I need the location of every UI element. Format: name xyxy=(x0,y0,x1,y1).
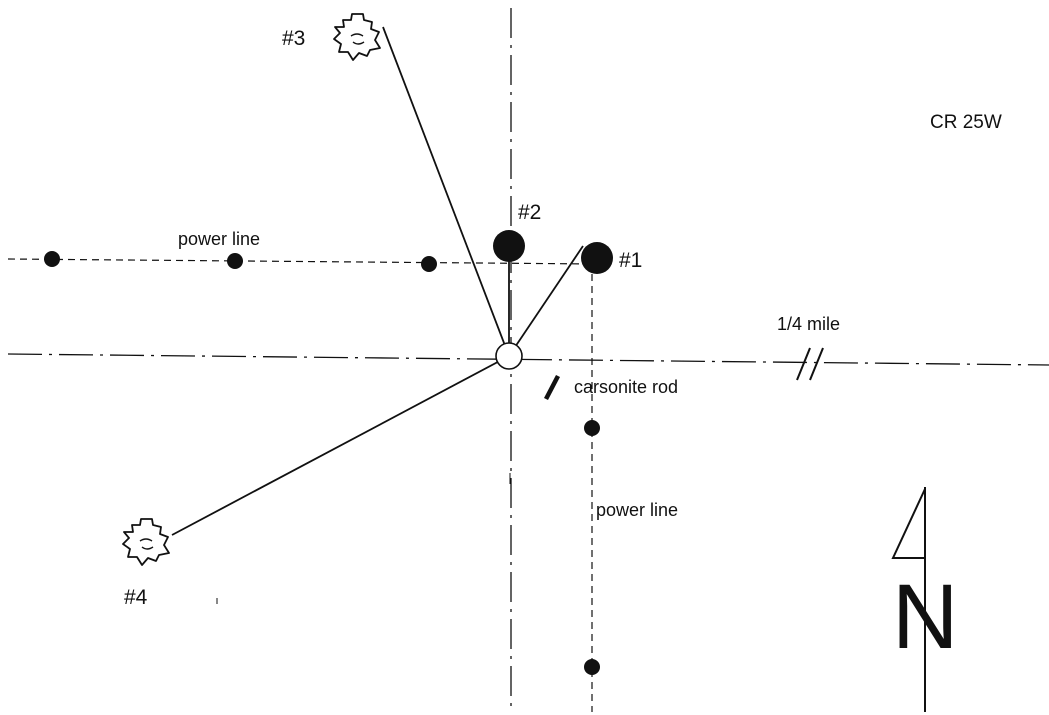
witness-2-marker xyxy=(493,230,525,262)
road-break-symbol xyxy=(796,347,824,381)
carsonite-rod-label: carsonite rod xyxy=(574,377,678,397)
witness-4-label: #4 xyxy=(124,586,148,609)
road-centerline-horizontal xyxy=(7,353,1049,366)
witness-3-tree-icon xyxy=(333,13,381,61)
witness-4-tree-icon xyxy=(122,518,170,566)
bearing-line-3 xyxy=(382,26,510,357)
bearing-line-4 xyxy=(171,355,510,536)
power-line-horizontal xyxy=(7,258,598,265)
power-pole xyxy=(44,251,60,267)
north-arrow-icon: N xyxy=(891,487,958,712)
witness-1-marker xyxy=(581,242,613,274)
witness-2-label: #2 xyxy=(518,201,541,224)
power-pole xyxy=(421,256,437,272)
road-label: CR 25W xyxy=(930,112,1002,133)
bearing-line-1 xyxy=(508,245,584,357)
witness-1-label: #1 xyxy=(619,249,642,272)
north-label: N xyxy=(892,566,958,668)
distance-label: 1/4 mile xyxy=(777,314,840,334)
power-line-horizontal-label: power line xyxy=(178,229,260,249)
power-line-vertical-label: power line xyxy=(596,500,678,520)
power-pole xyxy=(584,420,600,436)
power-pole xyxy=(227,253,243,269)
power-pole xyxy=(584,659,600,675)
witness-3-label: #3 xyxy=(282,27,305,50)
reference-point-open-circle xyxy=(495,342,523,370)
carsonite-rod-marker xyxy=(544,374,560,401)
